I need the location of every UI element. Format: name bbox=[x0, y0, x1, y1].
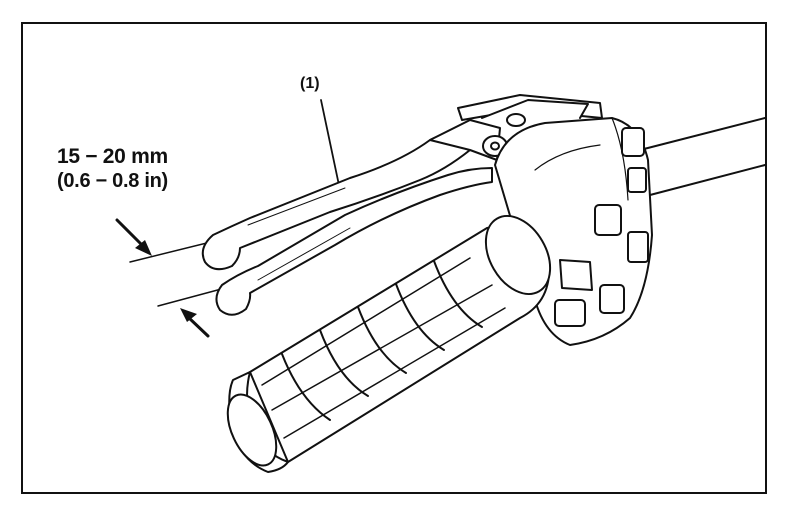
dimension-label-in: (0.6 − 0.8 in) bbox=[57, 170, 168, 192]
handle-grip bbox=[226, 215, 552, 473]
dimension-arrow-lower bbox=[180, 308, 210, 338]
dimension-arrow-upper bbox=[115, 218, 152, 256]
brake-lever-lower bbox=[215, 167, 493, 316]
callout-label: (1) bbox=[300, 75, 320, 92]
handlebar-tube bbox=[639, 117, 766, 196]
lever-pivot-bracket bbox=[429, 119, 508, 161]
brake-lever-upper bbox=[201, 130, 473, 271]
clamp-bracket bbox=[457, 94, 603, 127]
dimension-label-mm: 15 − 20 mm bbox=[57, 145, 168, 168]
